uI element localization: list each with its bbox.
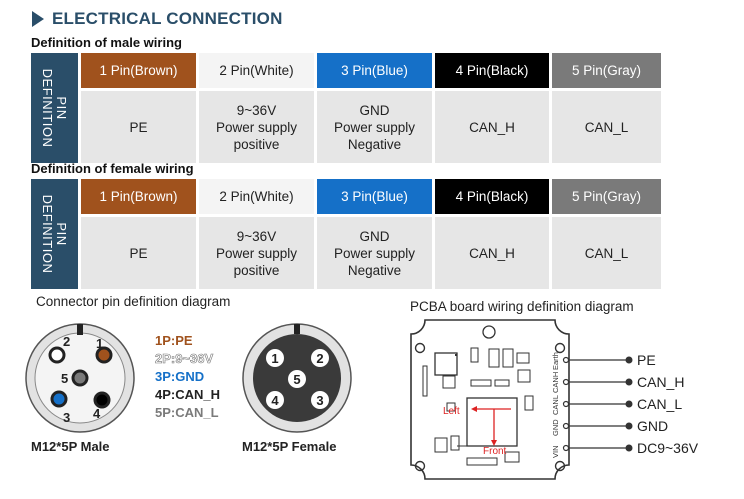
connector-diagram: 1 2 3 4 5 M12*5P Male 1P:PE 2P:9~36V 3P:… [25,323,352,454]
male-pin-2-def: 9~36V Power supply positive [199,91,314,163]
terminal-labels: Earth CANH CANL GND VIN [551,352,560,458]
side-label-definition: DEFINITION [40,68,55,148]
female-pin-3-num: 3 [316,393,323,408]
side-label-pin: PIN [54,96,69,120]
male-connector-label: M12*5P Male [31,439,110,454]
output-gnd: GND [637,418,668,434]
terminal-canl: CANL [551,395,560,415]
section-title-text: ELECTRICAL CONNECTION [52,9,283,28]
legend-3p: 3P:GND [155,369,204,384]
output-can-l: CAN_L [637,396,682,412]
terminal-gnd: GND [551,419,560,436]
wire-end-dots [625,356,633,452]
legend-2p: 2P:9~36V [155,351,214,366]
terminal-vin: VIN [551,445,560,458]
male-pin-2-num: 2 [63,334,70,349]
male-pin-5-header: 5 Pin(Gray) [552,53,661,88]
male-pin-4-def: CAN_H [435,91,549,163]
female-wiring-heading: Definition of female wiring [31,161,194,176]
connector-diagram-caption: Connector pin definition diagram [36,294,231,309]
female-pin-5-header: 5 Pin(Gray) [552,179,661,214]
male-pin-1-def: PE [81,91,196,163]
male-pin-3-def: GND Power supply Negative [317,91,432,163]
male-wiring-heading: Definition of male wiring [31,35,182,50]
output-labels: PE CAN_H CAN_L GND DC9~36V [637,352,699,456]
pcba-diagram: Left Front Earth CANH CANL GND VIN PE CA… [410,319,699,480]
terminal-canh: CANH [551,372,560,393]
female-pin-1-num: 1 [271,351,278,366]
pcba-board-icon [410,319,570,480]
section-title: ELECTRICAL CONNECTION [32,8,283,30]
male-pin-1-header: 1 Pin(Brown) [81,53,196,88]
terminal-pads [562,356,570,452]
female-pin-4-header: 4 Pin(Black) [435,179,549,214]
legend-5p: 5P:CAN_L [155,405,219,420]
male-pin-3-header: 3 Pin(Blue) [317,53,432,88]
front-label: Front [483,446,507,457]
pcba-diagram-caption: PCBA board wiring definition diagram [410,299,634,314]
orientation-arrows-icon [471,406,511,446]
female-pin-2-num: 2 [316,351,323,366]
side-label-pin: PIN [54,222,69,246]
female-pin-5-num: 5 [293,372,300,387]
female-pin-5-def: CAN_L [552,217,661,289]
male-pin-3-num: 3 [63,410,70,425]
male-pin-5-def: CAN_L [552,91,661,163]
triangle-bullet-icon [32,11,44,27]
output-can-h: CAN_H [637,374,684,390]
male-pin-4-num: 4 [93,406,101,421]
female-pin-4-def: CAN_H [435,217,549,289]
legend-4p: 4P:CAN_H [155,387,220,402]
male-pin-4-header: 4 Pin(Black) [435,53,549,88]
female-pin-1-header: 1 Pin(Brown) [81,179,196,214]
female-pin-3-def: GND Power supply Negative [317,217,432,289]
female-pin-2-header: 2 Pin(White) [199,179,314,214]
legend-1p: 1P:PE [155,333,193,348]
output-pe: PE [637,352,656,368]
male-pin-5-num: 5 [61,371,68,386]
female-pin-1-def: PE [81,217,196,289]
pin-legend: 1P:PE 2P:9~36V 3P:GND 4P:CAN_H 5P:CAN_L [155,333,220,420]
female-connector-label: M12*5P Female [242,439,336,454]
male-pin-1-num: 1 [96,336,103,351]
male-pin-2-header: 2 Pin(White) [199,53,314,88]
side-label-definition: DEFINITION [40,194,55,274]
female-pin-2-def: 9~36V Power supply positive [199,217,314,289]
female-pin-4-num: 4 [271,393,279,408]
terminal-earth: Earth [551,352,560,370]
left-label: Left [443,406,460,417]
female-pin-3-header: 3 Pin(Blue) [317,179,432,214]
male-connector-icon: 1 2 3 4 5 [25,323,135,433]
female-connector-icon: 1 2 3 4 5 [242,323,352,433]
output-dc: DC9~36V [637,440,699,456]
wire-lines [569,359,629,449]
